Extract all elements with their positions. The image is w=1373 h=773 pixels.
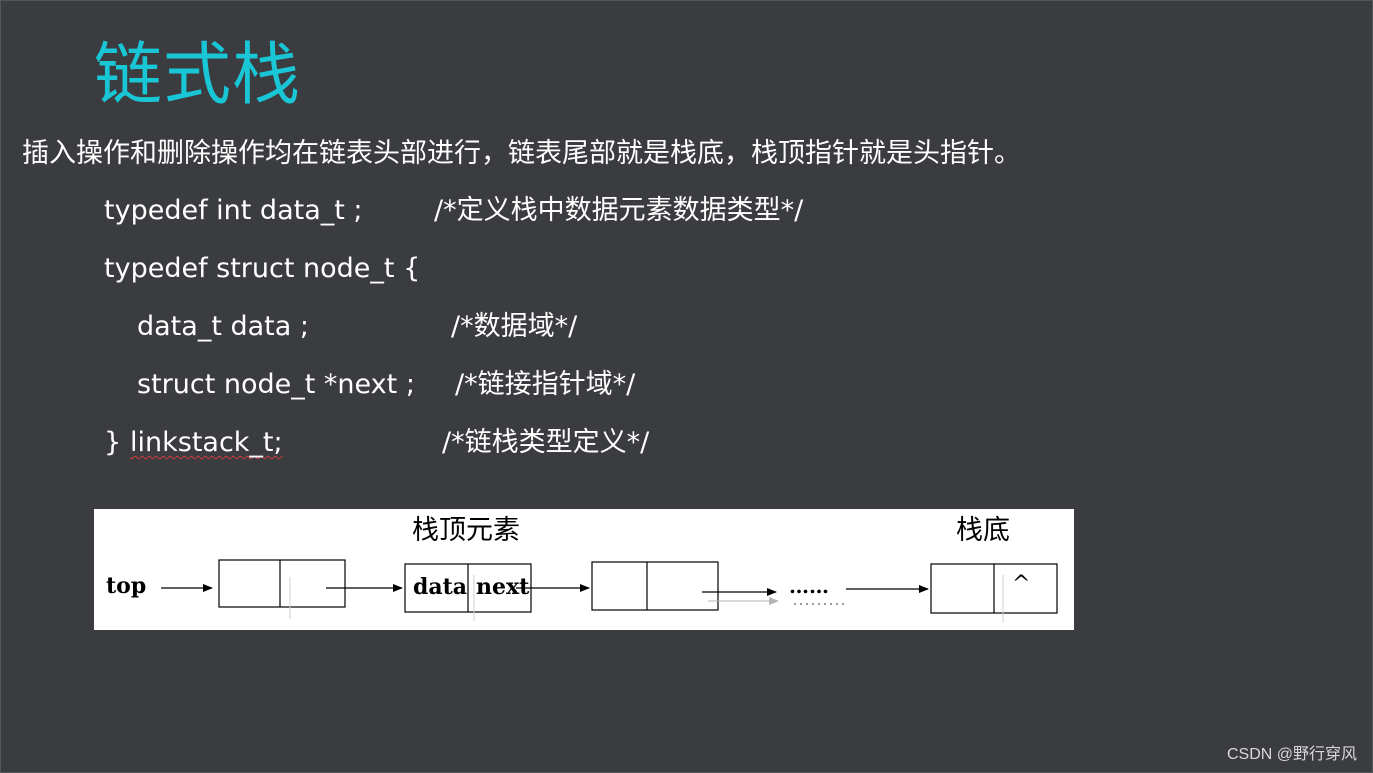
code-comment: /*链接指针域*/ <box>455 369 636 400</box>
data-field-label: data <box>413 574 468 600</box>
code-comment: /*数据域*/ <box>451 311 578 342</box>
null-pointer-marker: ^ <box>1012 572 1031 597</box>
code-line-typedef-struct: typedef struct node_t { <box>104 251 504 287</box>
stack-bottom-label: 栈底 <box>956 515 1010 546</box>
stack-node-1 <box>218 559 346 619</box>
top-pointer-label: top <box>106 573 147 599</box>
diagram-drawing <box>161 559 1058 623</box>
code-type-name: linkstack_t; <box>130 427 283 458</box>
code-text: struct node_t *next ; <box>137 369 415 400</box>
code-comment: /*链栈类型定义*/ <box>442 427 650 458</box>
code-line-next-field: struct node_t *next ; /*链接指针域*/ <box>137 367 697 403</box>
code-line-data-field: data_t data ; /*数据域*/ <box>137 309 637 345</box>
linked-stack-diagram: 栈顶元素 栈底 top data next …… ^ <box>94 509 1074 630</box>
code-line-type-name: } linkstack_t; /*链栈类型定义*/ <box>104 425 724 461</box>
code-text: typedef struct node_t { <box>104 253 421 284</box>
code-brace: } <box>104 427 122 458</box>
code-text: data_t data ; <box>137 311 309 342</box>
slide-title: 链式栈 <box>94 36 302 115</box>
top-element-label: 栈顶元素 <box>412 515 520 546</box>
stack-node-3 <box>591 561 719 611</box>
ellipsis-label: …… <box>789 574 829 598</box>
stack-node-bottom <box>930 563 1058 623</box>
code-comment: /*定义栈中数据元素数据类型*/ <box>434 195 804 226</box>
code-line-typedef-int: typedef int data_t ; /*定义栈中数据元素数据类型*/ <box>104 193 864 229</box>
watermark: CSDN @野行穿风 <box>1226 746 1357 763</box>
code-text: typedef int data_t ; <box>104 195 363 226</box>
next-field-label: next <box>476 574 530 600</box>
intro-text: 插入操作和删除操作均在链表头部进行，链表尾部就是栈底，栈顶指针就是头指针。 <box>22 138 1021 169</box>
